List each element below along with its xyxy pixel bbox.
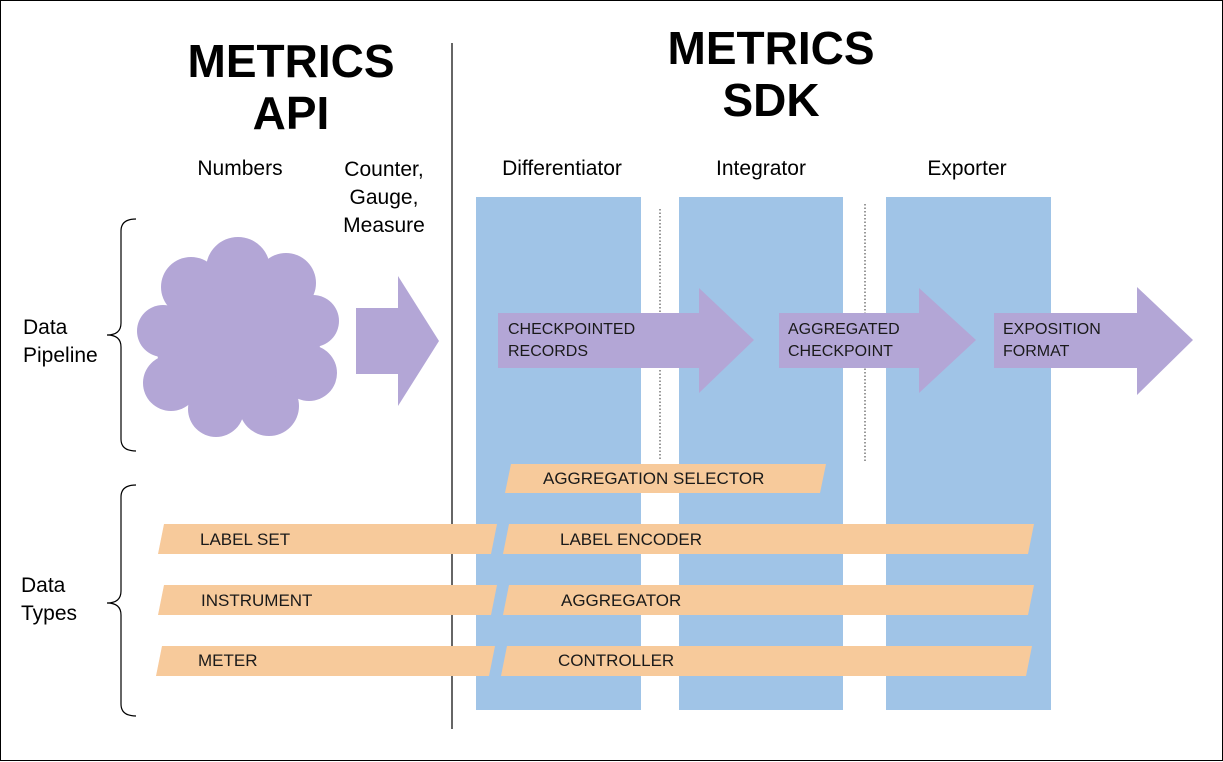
aggregation-selector-label: AGGREGATION SELECTOR	[543, 469, 765, 488]
data-pipeline-label-line1: Data	[23, 316, 68, 339]
numbers-cloud	[137, 237, 339, 437]
aggregator-band	[503, 585, 1034, 615]
controller-label: CONTROLLER	[558, 651, 675, 670]
data-types-label-line1: Data	[21, 574, 66, 597]
label-set-label: LABEL SET	[200, 530, 291, 549]
aggregated-checkpoint-label-line2: CHECKPOINT	[788, 343, 893, 360]
data-types-brace	[106, 484, 137, 717]
data-pipeline-label-line2: Pipeline	[23, 344, 98, 367]
exposition-format-label-line2: FORMAT	[1003, 343, 1070, 360]
instrument-band	[158, 585, 497, 615]
controller-band	[501, 646, 1032, 676]
integrator-label: Integrator	[716, 157, 806, 180]
checkpointed-records-arrow	[498, 288, 754, 393]
counter-label-line2: Gauge,	[349, 186, 419, 209]
counter-label-line1: Counter,	[344, 158, 424, 181]
integrator-column	[679, 197, 843, 710]
metrics-api-title-line2: API	[252, 87, 330, 139]
numbers-label: Numbers	[197, 157, 283, 180]
aggregation-selector-band	[505, 464, 826, 493]
label-encoder-label: LABEL ENCODER	[560, 530, 703, 549]
differentiator-column	[476, 197, 641, 710]
data-types-label: Data Types	[21, 572, 77, 628]
exporter-column	[886, 197, 1051, 710]
counter-label-line3: Measure	[343, 214, 425, 237]
checkpointed-records-label-line2: RECORDS	[508, 343, 589, 360]
aggregated-checkpoint-arrow	[779, 288, 976, 393]
checkpointed-records-label-line1: CHECKPOINTED	[508, 321, 636, 338]
data-types-label-line2: Types	[21, 602, 78, 625]
metrics-sdk-title-line1: METRICS	[667, 22, 875, 74]
metrics-sdk-title: METRICS SDK	[641, 22, 901, 126]
meter-label: METER	[198, 651, 258, 670]
aggregated-checkpoint-label-line1: AGGREGATED	[788, 321, 900, 338]
differentiator-label: Differentiator	[502, 157, 622, 180]
aggregator-label: AGGREGATOR	[561, 591, 682, 610]
data-pipeline-brace	[106, 218, 137, 452]
metrics-api-title: METRICS API	[161, 35, 421, 139]
aggregated-checkpoint-label: AGGREGATED CHECKPOINT	[788, 319, 900, 363]
metrics-sdk-title-line2: SDK	[722, 74, 820, 126]
checkpointed-records-label: CHECKPOINTED RECORDS	[508, 319, 635, 363]
instrument-label: INSTRUMENT	[201, 591, 313, 610]
exposition-format-arrow	[994, 287, 1193, 395]
metrics-api-title-line1: METRICS	[187, 35, 395, 87]
exposition-format-label-line1: EXPOSITION	[1003, 321, 1101, 338]
counter-gauge-measure-label: Counter, Gauge, Measure	[324, 156, 444, 240]
api-arrow	[356, 276, 439, 406]
exporter-label: Exporter	[927, 157, 1007, 180]
data-pipeline-label: Data Pipeline	[23, 314, 98, 370]
label-set-band	[158, 524, 497, 554]
exposition-format-label: EXPOSITION FORMAT	[1003, 319, 1101, 363]
label-encoder-band	[503, 524, 1034, 554]
meter-band	[156, 646, 495, 676]
